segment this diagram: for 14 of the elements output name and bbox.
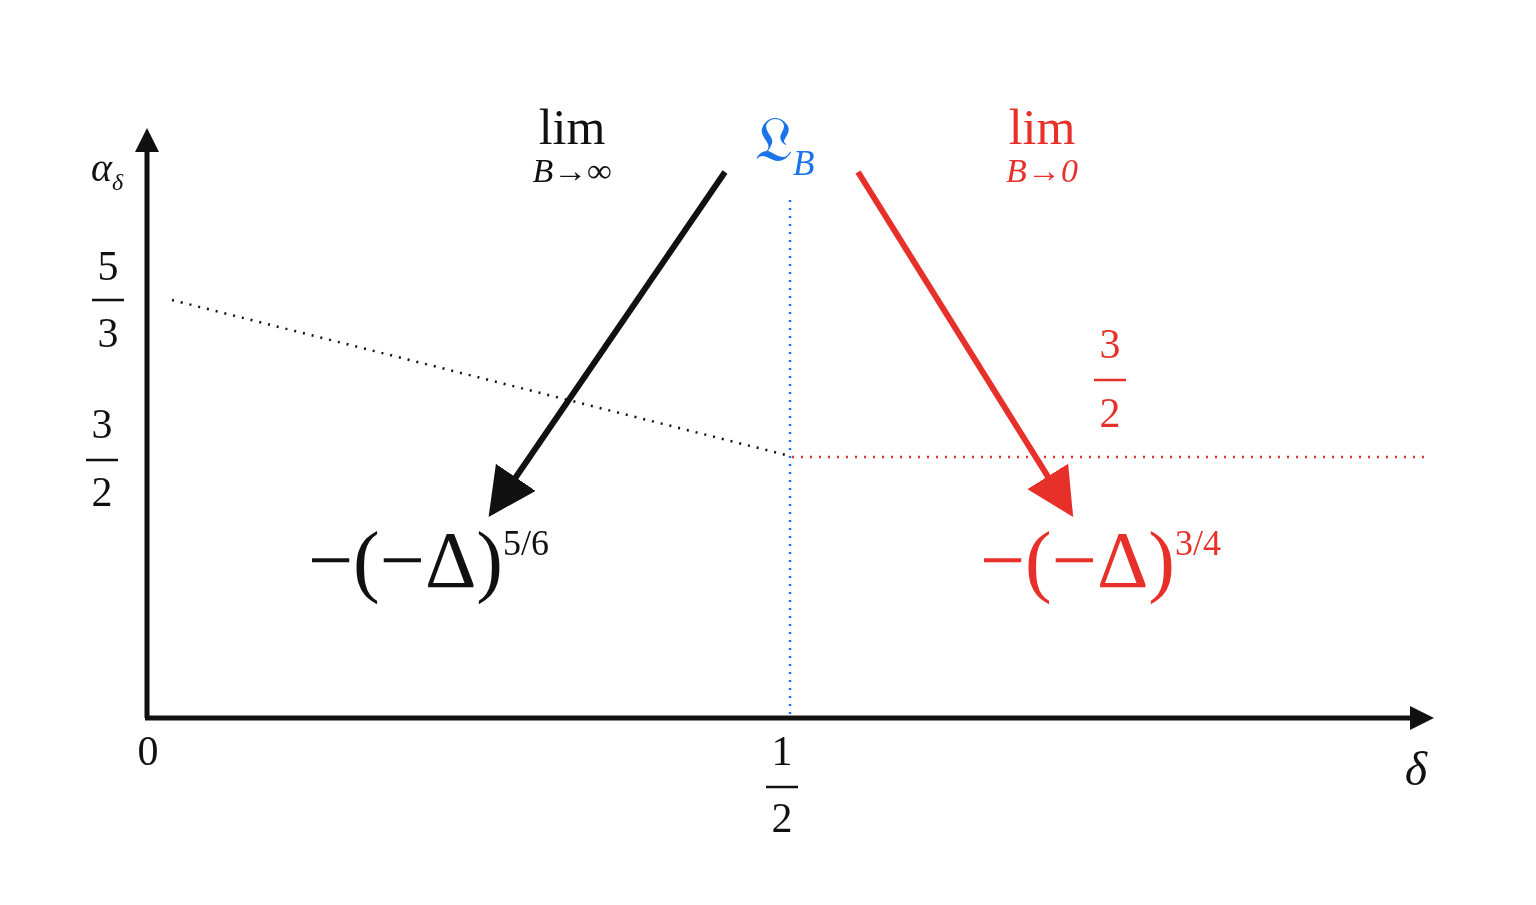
tick-label: 3: [91, 403, 113, 445]
arrow: [855, 170, 1074, 518]
tick-label: 2: [1099, 392, 1121, 434]
tick-label: 2: [91, 471, 113, 513]
tick-label: 3: [97, 312, 119, 354]
tick-label: 5: [97, 245, 119, 287]
operator-symbol: 𝔏$_{B}$: [755, 108, 815, 181]
axis-label: δ: [1404, 745, 1428, 793]
tick-label: 0: [137, 730, 159, 772]
tick-label: 1: [771, 730, 793, 772]
arrow: [488, 170, 728, 517]
tick-label: 2: [771, 797, 793, 839]
tick-label: 3: [1099, 323, 1121, 365]
axis-label: α$_{δ}$: [90, 148, 124, 194]
